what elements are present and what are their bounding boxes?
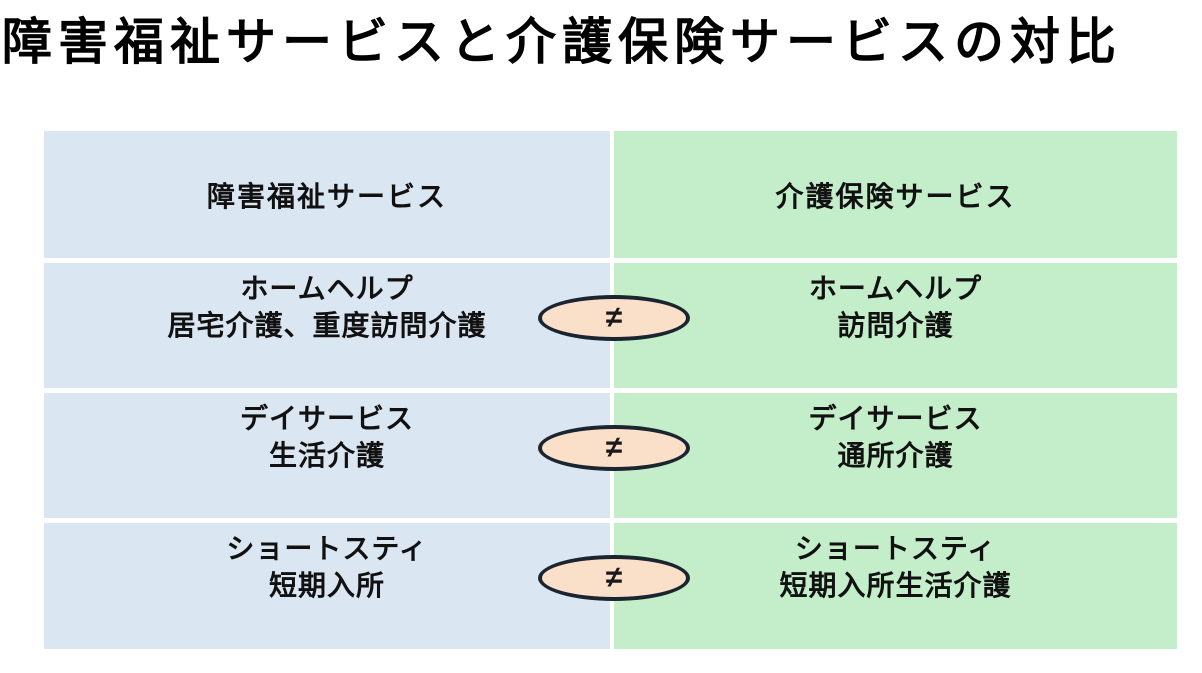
not-equal-icon: ≠: [605, 431, 623, 464]
service-name-label: 通所介護: [837, 440, 954, 471]
header-disability-welfare-services: 障害福祉サービス: [44, 131, 610, 258]
not-equal-icon: ≠: [605, 561, 623, 594]
not-equal-badge: ≠: [538, 425, 690, 471]
table-header-row: 障害福祉サービス 介護保険サービス: [44, 131, 1177, 258]
service-category-label: デイサービス: [239, 403, 414, 434]
service-category-label: ショートスティ: [794, 533, 997, 564]
service-name-label: 短期入所生活介護: [779, 570, 1012, 601]
disability-service-cell: デイサービス 生活介護: [44, 393, 610, 518]
service-name-label: 居宅介護、重度訪問介護: [167, 310, 487, 341]
not-equal-badge: ≠: [538, 295, 690, 341]
comparison-table: 障害福祉サービス 介護保険サービス ホームヘルプ 居宅介護、重度訪問介護 ホーム…: [44, 131, 1177, 649]
disability-service-cell: ホームヘルプ 居宅介護、重度訪問介護: [44, 263, 610, 388]
not-equal-badge: ≠: [538, 555, 690, 601]
service-name-label: 訪問介護: [837, 310, 954, 341]
care-insurance-service-cell: ショートスティ 短期入所生活介護: [614, 523, 1177, 649]
not-equal-icon: ≠: [605, 301, 623, 334]
care-insurance-service-cell: デイサービス 通所介護: [614, 393, 1177, 518]
table-row-home-help: ホームヘルプ 居宅介護、重度訪問介護 ホームヘルプ 訪問介護 ≠: [44, 263, 1177, 388]
table-row-short-stay: ショートスティ 短期入所 ショートスティ 短期入所生活介護 ≠: [44, 523, 1177, 649]
service-name-label: 生活介護: [268, 440, 385, 471]
service-category-label: ショートスティ: [226, 533, 428, 564]
care-insurance-service-cell: ホームヘルプ 訪問介護: [614, 263, 1177, 388]
service-category-label: ホームヘルプ: [808, 273, 983, 304]
disability-service-cell: ショートスティ 短期入所: [44, 523, 610, 649]
service-category-label: デイサービス: [808, 403, 983, 434]
header-care-insurance-services: 介護保険サービス: [614, 131, 1177, 258]
service-category-label: ホームヘルプ: [240, 273, 414, 304]
page-title: 障害福祉サービスと介護保険サービスの対比: [2, 14, 1122, 70]
service-name-label: 短期入所: [268, 570, 385, 601]
table-row-day-service: デイサービス 生活介護 デイサービス 通所介護 ≠: [44, 393, 1177, 518]
